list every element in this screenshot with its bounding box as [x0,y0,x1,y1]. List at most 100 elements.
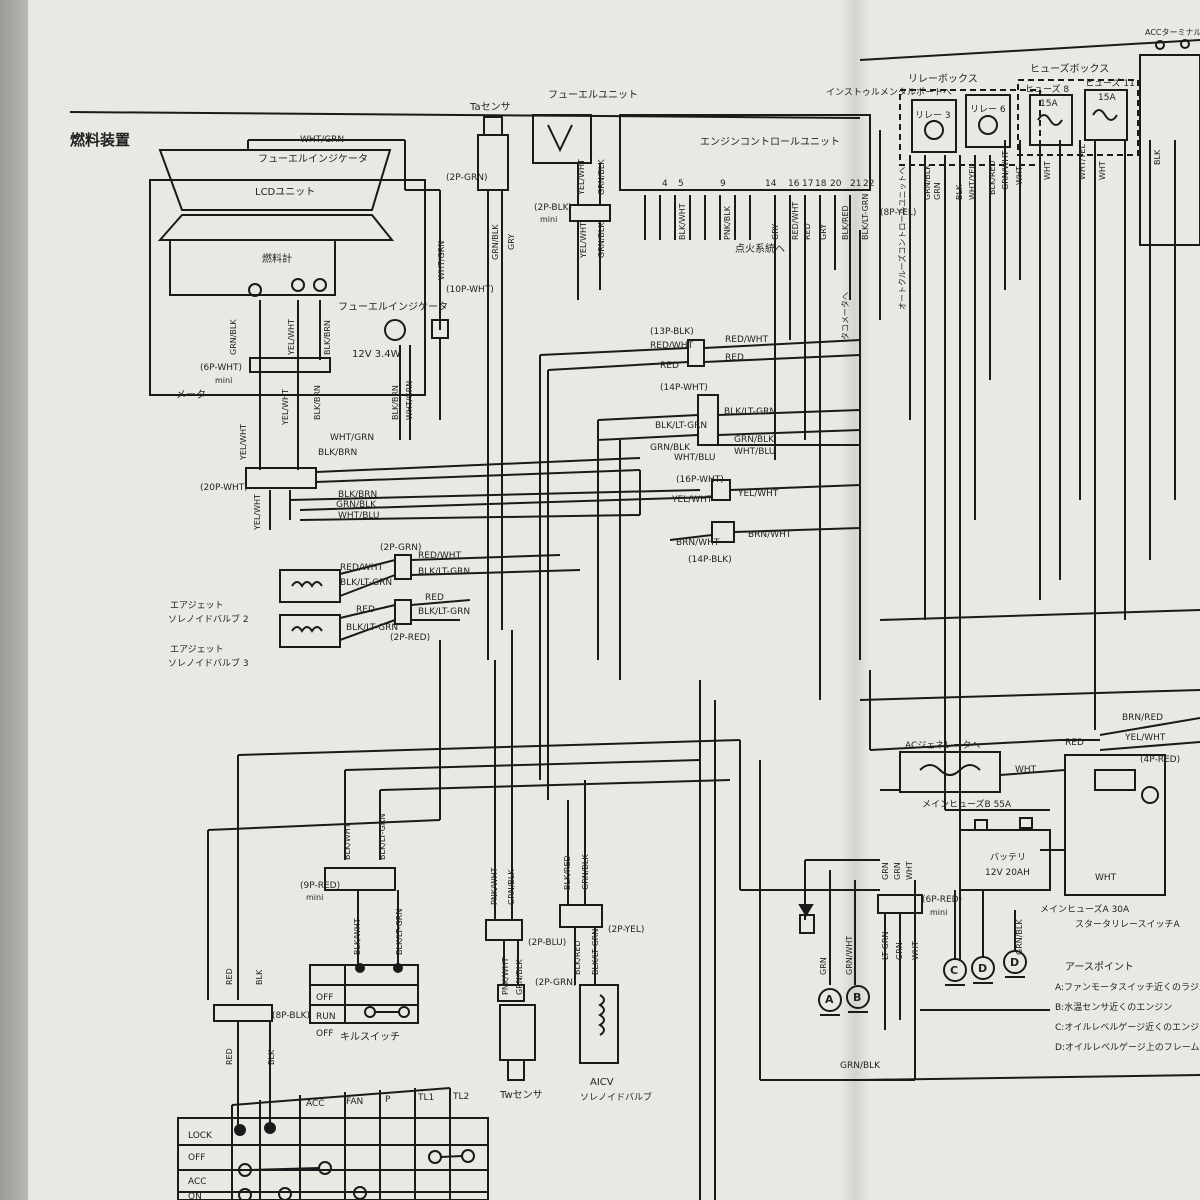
connector-2p-blu-label: (2P-BLU) [528,938,566,948]
relay-box [899,89,1041,166]
wire-label: BLK [255,969,264,985]
wire-label: RED/WHT [650,341,694,351]
wire-label: WHT [1015,166,1024,185]
ignition-note: 点火系統へ [735,242,785,255]
indicator-bulb-label: フューエルインジケータ [338,301,448,313]
wire-label: GRN/BLK [597,159,606,195]
connector-2p-red-label: (2P-RED) [390,633,430,643]
connector-2p-grn [394,554,412,580]
connector-13p-blk [687,339,705,367]
mini-label: mini [215,376,232,385]
ecu-pin-number: 4 [662,179,668,189]
wire-label: YEL/WHT [1124,733,1166,743]
wire-label: WHT/YEL [1078,144,1087,180]
connector-2p-grn-tw-label: (2P-GRN) [535,978,577,988]
wire-label: BRN/WHT [676,538,720,548]
wire-label: WHT/GRN [330,433,374,443]
wire-label: BLK/LT-GRN [724,407,776,417]
gauge-terminal [313,278,327,292]
wire-label: BLK/LT-GRN [340,578,392,588]
ign-row-label: LOCK [188,1131,213,1141]
gauge-terminal [248,283,262,297]
acc-terminal-screw [1155,40,1165,50]
tw-sensor-tip [507,1059,525,1081]
connector-9p-red-label: (9P-RED) [300,881,340,891]
air-jet-2-label: エアジェット [170,601,224,611]
wire-label: WHT [1098,161,1107,180]
wire-label: GRN/BLK [650,443,691,453]
wire-label: BLK/LT-GRN [655,421,707,431]
earth-point-d-desc: D:オイルレベルゲージ上のフレーム [1055,1041,1200,1053]
wire-label: GRN/BLK [491,224,500,260]
relay-3-label: リレー 3 [915,111,951,121]
wire-label: GRN [881,862,890,880]
wire-label: GRN [893,862,902,880]
air-jet-solenoid-3 [279,614,341,648]
earth-point-d-letter: D [978,962,987,975]
connector-8p-blk [213,1004,273,1022]
wire-label: RED [225,968,234,985]
wire-label: GRN/BLK [1015,919,1024,955]
wire-label: BLK/LT-GRN [591,929,600,975]
wire-label: PNK/BLK [723,205,732,240]
relay-6 [965,94,1011,148]
ecu-pin-number: 21 [850,179,861,189]
fuel-gauge-label: 燃料計 [262,252,292,265]
battery [959,829,1051,891]
connector-4p-red-label: (4P-RED) [1140,755,1180,765]
wire-label: WHT/GRN [437,241,446,280]
wire-label: GRN/BLK [923,164,932,200]
wire-label: YEL/WHT [577,159,586,196]
wire-label: WHT [1015,765,1037,775]
fuel-unit-label: フューエルユニット [548,90,638,101]
earth-point-a-desc: A:ファンモータスイッチ近くのラジエ [1055,981,1200,993]
wire-label: GRN [819,957,828,975]
fuse-8-element [1037,114,1063,126]
connector-2p-yel [559,904,603,928]
wire-label: BLK/WHT [353,918,362,955]
connector-8p-yel-label: (8P-YEL) [880,208,916,218]
arrow-down [798,904,814,917]
connector-6p-red-label: (6P-RED) [922,895,962,905]
wire-label: YEL/WHT [281,389,290,426]
wire-label: RED [725,353,744,363]
earth-point-b-letter: B [853,991,861,1004]
battery-label: バッテリ [990,852,1026,863]
wire-label: BLK [1153,149,1162,165]
air-jet-solenoid-2 [279,569,341,603]
wire-label: BLK/LT-GRN [861,194,870,240]
tw-sensor-label: Twセンサ [499,1089,543,1101]
wire-label: BLK [955,184,964,200]
mini-label: mini [930,908,947,917]
earth-point-c-letter: C [950,964,958,977]
ecu-pin-number: 17 [802,179,813,189]
wire-label: RED [425,593,444,603]
instrument-port-note: インストゥルメンタルポートへ [826,87,952,98]
cruise-note: オートクルーズコントロールユニットへ [897,167,907,310]
connector-8p-blk-label: (8P-BLK) [272,1011,310,1021]
air-jet-3-sub: ソレノイドバルブ 3 [168,657,249,669]
ecu-pin-number: 9 [720,179,726,189]
wire-label: GRY [771,224,780,240]
wire-label: BLK/WHT [678,203,687,240]
starter-relay-label: スタータリレースイッチA [1075,919,1181,930]
fuel-unit-float [547,124,573,153]
connector-2p-red [394,599,412,625]
wire-label: RED/WHT [725,335,769,345]
fuse-11-rating: 15A [1098,93,1116,103]
relay-3-coil [924,120,944,140]
acc-terminal-screw [1180,39,1190,49]
wire-label: RED/WHT [418,551,462,561]
aicv-sub: ソレノイドバルブ [580,1091,652,1103]
connector-2p-blk-label: (2P-BLK) [534,203,572,213]
air-jet-3-label: エアジェット [170,645,224,655]
ign-col-label: TL2 [452,1092,469,1102]
tacho-note: タコメータへ [841,292,850,340]
wire-label: GRN/BLK [229,319,238,355]
connector-2p-grn-top-label: (2P-GRN) [446,173,488,183]
air-jet-2-sub: ソレノイドバルブ 2 [168,613,249,625]
wire-label: GRN/BLK [507,869,516,905]
wire-label: BLK/LT-GRN [378,814,387,860]
main-fuse-b-element [919,764,981,776]
